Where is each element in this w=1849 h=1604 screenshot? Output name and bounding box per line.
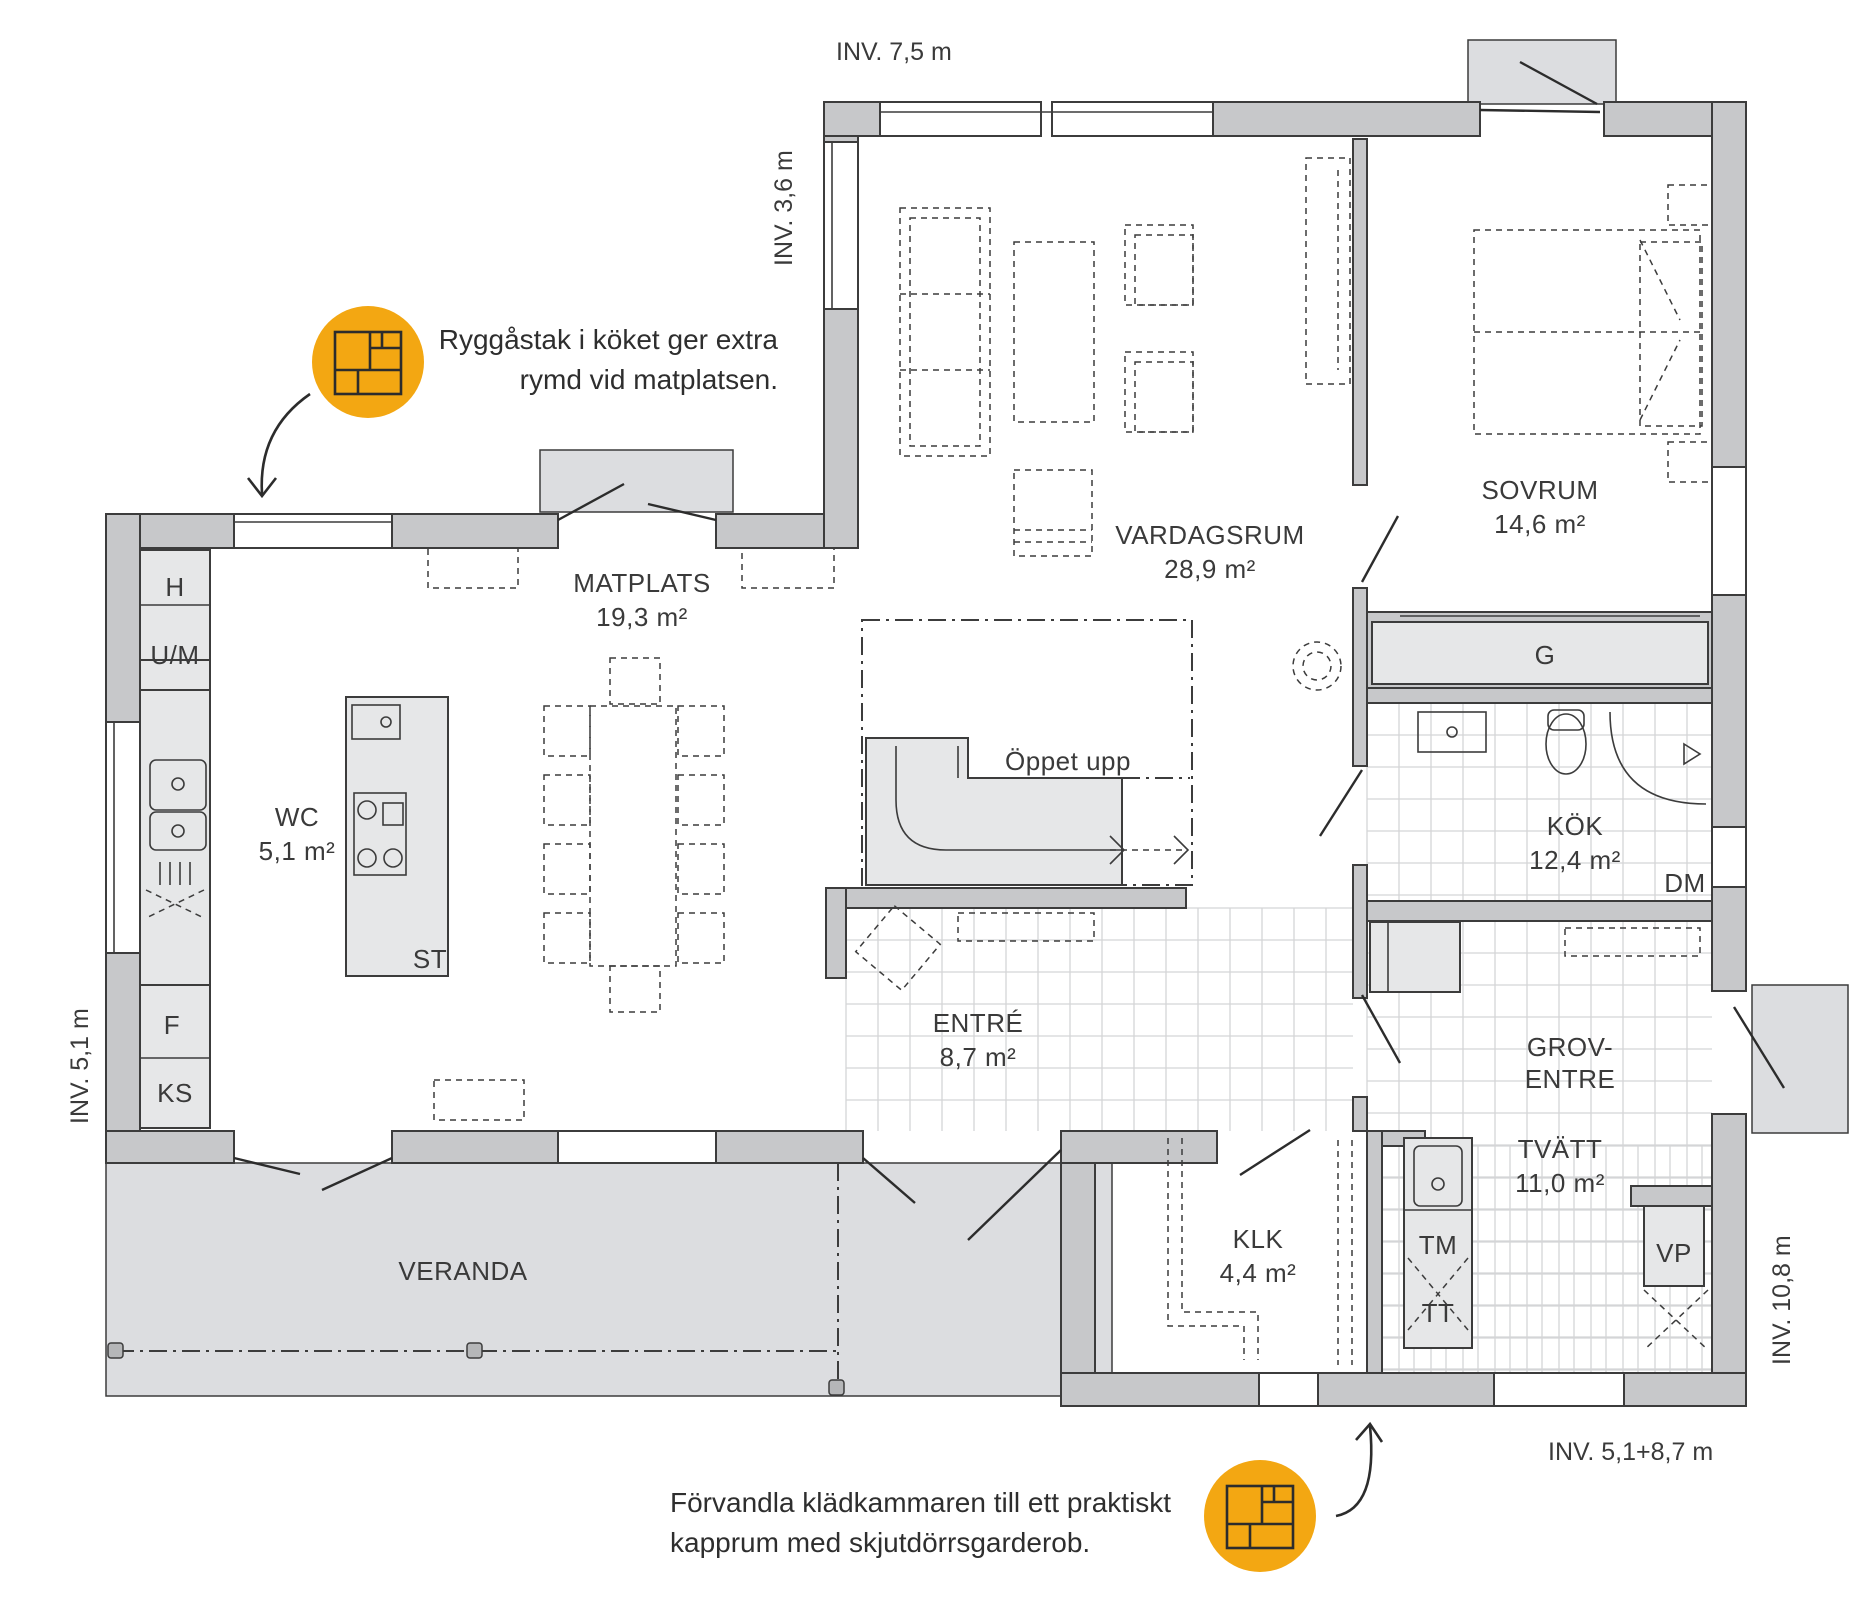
fixture-label-oppet-upp: Öppet upp — [1005, 746, 1131, 776]
fixture-label-ks: KS — [157, 1078, 193, 1108]
floorplan-badge-icon — [1204, 1460, 1316, 1572]
room-area-vardagsrum: 28,9 m² — [1164, 554, 1256, 584]
room-area-kok: 12,4 m² — [1529, 845, 1621, 875]
room-area-matplats: 19,3 m² — [596, 602, 688, 632]
room-name-kok: KÖK — [1547, 811, 1604, 841]
fixture-label-h: H — [165, 572, 184, 602]
room-name-veranda: VERANDA — [398, 1256, 527, 1286]
dimension-right: INV. 10,8 m — [1768, 1235, 1796, 1365]
veranda-post — [466, 1342, 483, 1359]
note-bottom-line2: kapprum med skjutdörrsgarderob. — [670, 1527, 1090, 1558]
room-name-tvatt: TVÄTT — [1518, 1134, 1603, 1164]
bathroom-fixtures — [1292, 641, 1707, 805]
room-name-wc: WC — [275, 802, 319, 832]
closet-fixtures — [1167, 1138, 1353, 1365]
room-area-entre: 8,7 m² — [940, 1042, 1017, 1072]
laundry-fixtures — [854, 904, 1709, 1351]
room-name-entre: ENTRÉ — [933, 1008, 1024, 1038]
dimension-bottom: INV. 5,1+8,7 m — [1548, 1438, 1713, 1466]
fixture-label-dm: DM — [1664, 868, 1705, 898]
fixture-label-g: G — [1535, 640, 1556, 670]
fixture-label-um: U/M — [150, 640, 199, 670]
side-steps — [1751, 984, 1849, 1134]
veranda-deck — [105, 1162, 1113, 1397]
room-area-sovrum: 14,6 m² — [1494, 509, 1586, 539]
fixture-label-st: ST — [413, 944, 447, 974]
floorplan-badge-icon — [312, 306, 424, 418]
room-name-groventre-2: ENTRE — [1525, 1064, 1616, 1094]
kitchen-island — [345, 696, 449, 977]
room-area-klk: 4,4 m² — [1220, 1258, 1297, 1288]
living-room-furniture — [899, 157, 1351, 557]
fixture-label-tt: TT — [1422, 1298, 1455, 1328]
front-steps — [539, 449, 734, 513]
dimension-left: INV. 5,1 m — [66, 1008, 94, 1124]
staircase — [861, 619, 1193, 886]
fixture-label-vp: VP — [1656, 1238, 1692, 1268]
room-name-matplats: MATPLATS — [573, 568, 710, 598]
room-name-sovrum: SOVRUM — [1481, 475, 1598, 505]
note-top-line1: Ryggåstak i köket ger extra — [439, 324, 779, 355]
curved-arrow-icon — [1335, 1421, 1384, 1518]
bedroom-steps — [1467, 39, 1617, 105]
dimension-top: INV. 7,5 m — [836, 38, 952, 66]
fixture-label-tm: TM — [1419, 1230, 1458, 1260]
veranda-post — [107, 1342, 124, 1359]
note-top-line2: rymd vid matplatsen. — [520, 364, 778, 395]
note-bottom-line1: Förvandla klädkammaren till ett praktisk… — [670, 1487, 1171, 1518]
room-name-klk: KLK — [1233, 1224, 1284, 1254]
windows — [105, 101, 1747, 1407]
dining-table — [427, 547, 835, 1121]
bedroom-furniture — [1473, 184, 1713, 483]
doors — [233, 60, 1786, 1241]
curved-arrow-icon — [246, 392, 311, 499]
room-area-wc: 5,1 m² — [259, 836, 336, 866]
fixture-label-f: F — [164, 1010, 180, 1040]
exterior-walls — [105, 101, 1747, 1407]
veranda-post — [828, 1379, 845, 1396]
room-area-tvatt: 11,0 m² — [1515, 1168, 1605, 1198]
room-name-vardagsrum: VARDAGSRUM — [1115, 520, 1304, 550]
kitchen-counter — [139, 549, 211, 1129]
room-name-groventre-1: GROV- — [1527, 1032, 1613, 1062]
dimension-upper-left: INV. 3,6 m — [770, 150, 798, 266]
